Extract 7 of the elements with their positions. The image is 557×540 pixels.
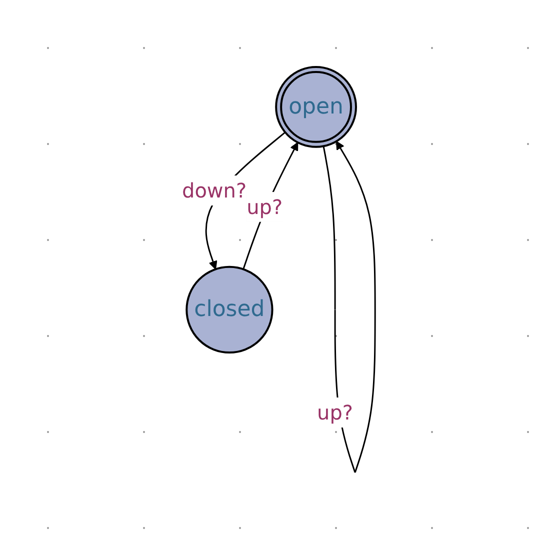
edge-label: up? xyxy=(246,195,283,220)
arrow xyxy=(242,142,298,270)
edge-label: down? xyxy=(182,178,247,203)
edge-label: up? xyxy=(316,400,353,425)
node-circle: closed xyxy=(186,266,274,354)
arrow xyxy=(205,132,286,270)
node-circle: open xyxy=(275,66,357,148)
